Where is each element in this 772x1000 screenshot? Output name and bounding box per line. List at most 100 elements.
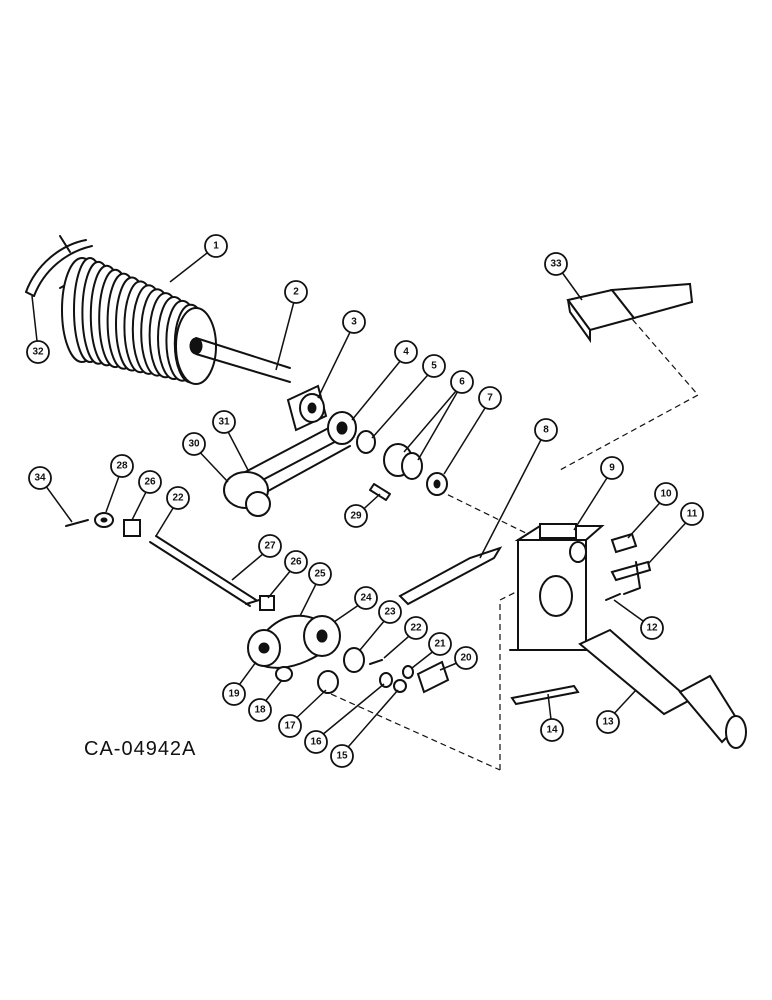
shield-guard-part: [25, 235, 93, 297]
callout-circle: [596, 710, 620, 734]
callout-32: 32: [26, 340, 50, 364]
callout-label: 6: [459, 377, 465, 388]
callout-circle: [454, 646, 478, 670]
callout-22a: 22: [404, 616, 428, 640]
callout-label: 5: [431, 361, 437, 372]
callout-circle: [330, 744, 354, 768]
callout-label: 29: [350, 511, 362, 522]
callout-21: 21: [428, 632, 452, 656]
callout-8: 8: [534, 418, 558, 442]
callout-circle: [422, 354, 446, 378]
callout-label: 8: [543, 425, 549, 436]
callout-circle: [278, 714, 302, 738]
callout-circle: [166, 486, 190, 510]
chain-link-part: [369, 483, 391, 501]
callout-label: 16: [310, 737, 322, 748]
callout-label: 24: [360, 593, 372, 604]
callout-label: 11: [687, 509, 698, 520]
callout-label: 18: [254, 705, 266, 716]
flat-bar-part: [510, 684, 580, 706]
callout-label: 12: [646, 623, 658, 634]
lower-small-parts: [275, 647, 450, 694]
callout-9: 9: [600, 456, 624, 480]
callout-circle: [222, 682, 246, 706]
callout-circle: [534, 418, 558, 442]
callout-circle: [404, 616, 428, 640]
callout-28: 28: [110, 454, 134, 478]
callout-circle: [212, 410, 236, 434]
tie-rod-part: [398, 546, 503, 606]
callout-label: 19: [228, 689, 240, 700]
callout-circle: [248, 698, 272, 722]
callout-label: 30: [188, 439, 200, 450]
callout-6: 6: [450, 370, 474, 394]
callout-17: 17: [278, 714, 302, 738]
callout-label: 32: [32, 347, 44, 358]
callout-circle: [600, 456, 624, 480]
callout-4: 4: [394, 340, 418, 364]
callout-11: 11: [680, 502, 704, 526]
callout-label: 13: [602, 717, 614, 728]
callout-33: 33: [544, 252, 568, 276]
belt-drive-upper: [223, 411, 357, 517]
callout-2: 2: [284, 280, 308, 304]
callout-circle: [284, 550, 308, 574]
callout-circle: [354, 586, 378, 610]
callout-circle: [308, 562, 332, 586]
callout-circle: [640, 616, 664, 640]
callout-circle: [28, 466, 52, 490]
callout-label: 10: [660, 489, 672, 500]
finned-cylinder-part: [59, 257, 291, 385]
callout-circle: [478, 386, 502, 410]
callout-circle: [182, 432, 206, 456]
callout-circle: [204, 234, 228, 258]
callout-label: 22: [172, 493, 184, 504]
callout-label: 31: [218, 417, 230, 428]
callout-label: 7: [487, 393, 493, 404]
drive-shaft-part: [578, 628, 747, 749]
clip-bracket-parts: [605, 532, 652, 601]
callout-20: 20: [454, 646, 478, 670]
coupler-group: [356, 430, 448, 496]
callout-circle: [540, 718, 564, 742]
callout-label: 25: [314, 569, 326, 580]
callout-label: 21: [434, 639, 446, 650]
callout-label: 2: [293, 287, 299, 298]
callout-34: 34: [28, 466, 52, 490]
callout-circle: [110, 454, 134, 478]
callout-label: 4: [403, 347, 409, 358]
callout-13: 13: [596, 710, 620, 734]
callout-circle: [450, 370, 474, 394]
callout-circle: [342, 310, 366, 334]
callout-circle: [258, 534, 282, 558]
callout-label: 3: [351, 317, 357, 328]
callout-26b: 26: [284, 550, 308, 574]
callout-circle: [394, 340, 418, 364]
bearing-flange-part: [286, 384, 328, 432]
callout-circle: [304, 730, 328, 754]
callout-10: 10: [654, 482, 678, 506]
callout-24: 24: [354, 586, 378, 610]
callout-1: 1: [204, 234, 228, 258]
callout-22b: 22: [166, 486, 190, 510]
callout-15: 15: [330, 744, 354, 768]
reference-code: CA-04942A: [84, 738, 196, 760]
belt-drive-lower: [247, 614, 341, 669]
callout-31: 31: [212, 410, 236, 434]
callout-circle: [284, 280, 308, 304]
callout-circle: [26, 340, 50, 364]
callout-25: 25: [308, 562, 332, 586]
callout-label: 26: [144, 477, 156, 488]
callout-circle: [344, 504, 368, 528]
gearbox-part: [509, 523, 605, 651]
callout-5: 5: [422, 354, 446, 378]
callout-30: 30: [182, 432, 206, 456]
callout-label: 14: [546, 725, 558, 736]
callout-circle: [138, 470, 162, 494]
callout-circle: [378, 600, 402, 624]
callout-label: 23: [384, 607, 396, 618]
callout-3: 3: [342, 310, 366, 334]
callout-7: 7: [478, 386, 502, 410]
callout-label: 9: [609, 463, 615, 474]
callout-14: 14: [540, 718, 564, 742]
